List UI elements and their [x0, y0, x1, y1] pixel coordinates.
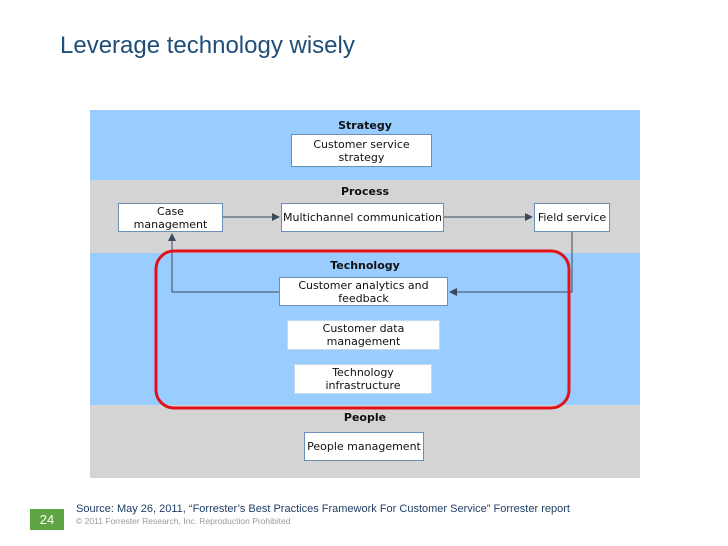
technology-label: Technology — [330, 259, 400, 272]
technology-highlight-outline — [154, 249, 571, 410]
arrow-field-to-analytics — [449, 232, 573, 296]
technology-infrastructure-box: Technology infrastructure — [294, 364, 432, 394]
connector-overlay — [154, 213, 573, 410]
process-label: Process — [340, 185, 390, 198]
strategy-label: Strategy — [338, 119, 392, 132]
customer-service-strategy-box: Customer service strategy — [291, 134, 432, 167]
framework-diagram: Strategy Process Technology People Custo… — [90, 110, 640, 478]
copyright-note: © 2011 Forrester Research, Inc. Reproduc… — [76, 516, 291, 526]
case-management-box: Case management — [118, 203, 223, 232]
people-label: People — [343, 411, 387, 424]
customer-analytics-box: Customer analytics and feedback — [279, 277, 448, 306]
page-number-badge: 24 — [30, 509, 64, 530]
arrow-analytics-to-case — [168, 233, 279, 293]
field-service-box: Field service — [534, 203, 610, 232]
multichannel-communication-box: Multichannel communication — [281, 203, 444, 232]
slide-title: Leverage technology wisely — [60, 32, 355, 59]
source-note: Source: May 26, 2011, “Forrester’s Best … — [76, 503, 570, 515]
customer-data-management-box: Customer data management — [287, 320, 440, 350]
people-management-box: People management — [304, 432, 424, 461]
